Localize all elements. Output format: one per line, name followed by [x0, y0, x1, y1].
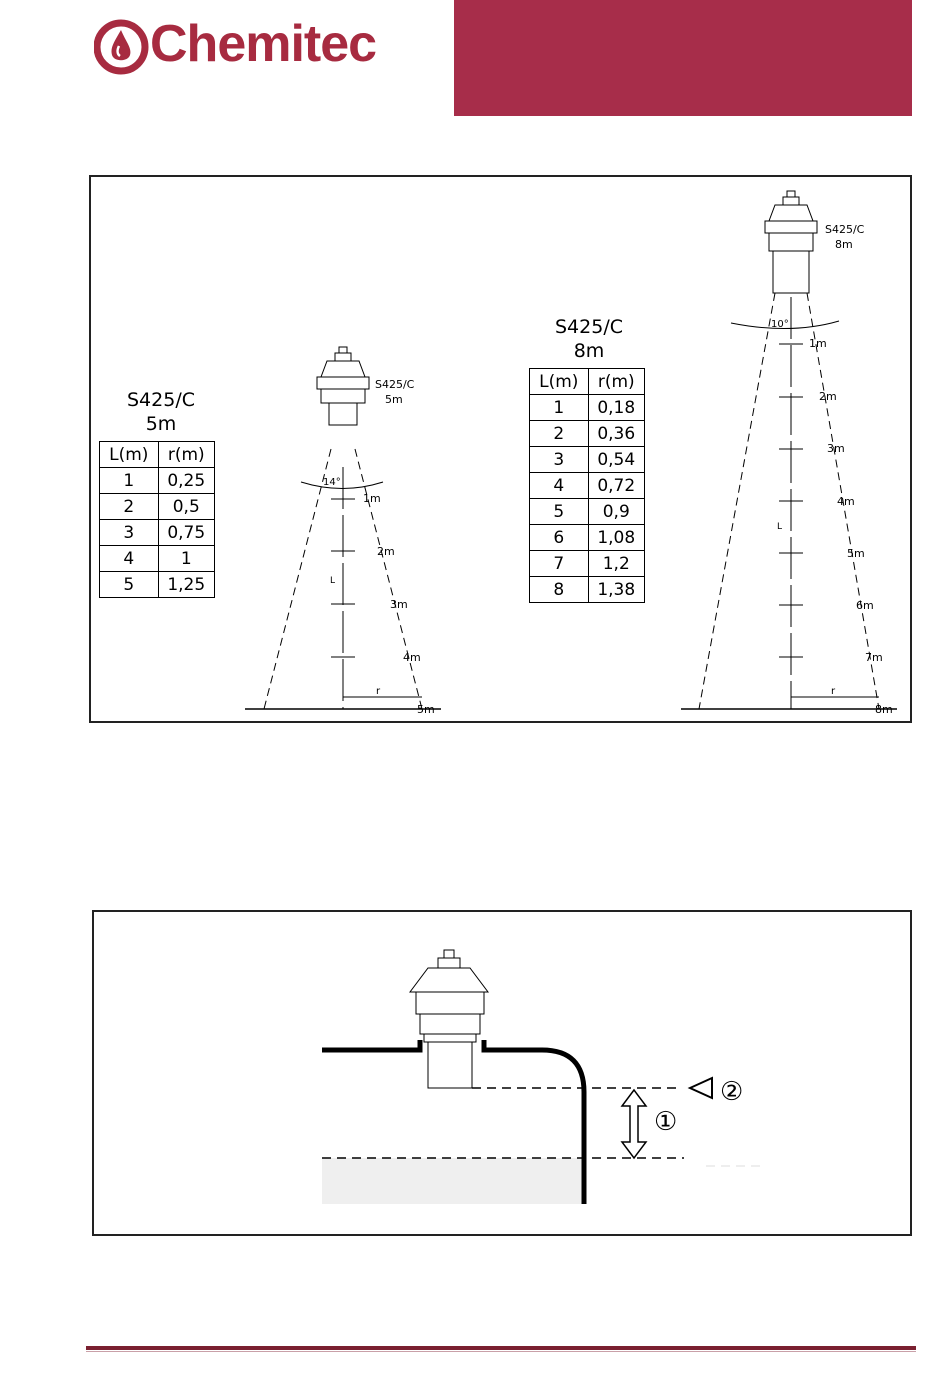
sensor-8m-dist-6: 6m: [856, 599, 874, 612]
distance-arrow: [622, 1090, 646, 1158]
sensor-5m-dist-4: 4m: [403, 651, 421, 664]
sensor-5m-dist-2: 2m: [377, 545, 395, 558]
table-cell: 2: [100, 494, 159, 520]
sensor-5m-dist-3: 3m: [390, 598, 408, 611]
marker-1-label: ①: [654, 1107, 677, 1137]
blanking-marker-icon: [690, 1078, 712, 1098]
sensor-5m-angle-label: 14°: [323, 477, 341, 488]
sensor-8m-dist-4: 4m: [837, 495, 855, 508]
table-cell: 3: [530, 447, 589, 473]
sensor-5m-dist-1: 1m: [363, 492, 381, 505]
sensor-5m-axis: [245, 467, 441, 709]
table-cell: 0,18: [588, 395, 644, 421]
table-cell: 7: [530, 551, 589, 577]
table-cell: 1,38: [588, 577, 644, 603]
table-header-L: L(m): [530, 369, 589, 395]
table-header-L: L(m): [100, 442, 159, 468]
table-cell: 4: [100, 546, 159, 572]
sensor-8m-range-label: 8m: [835, 238, 853, 251]
installation-figure: ② ①: [92, 910, 912, 1236]
table-cell: 1,2: [588, 551, 644, 577]
chemitec-logo: Chemitec: [94, 16, 404, 76]
table-5m-title-range: 5m: [111, 412, 211, 436]
beam-angle-figure: S425/C 5m 14° 1m 2m 3m 4m 5m L r: [89, 175, 912, 723]
installation-diagram: ② ①: [94, 912, 910, 1234]
table-cell: 0,54: [588, 447, 644, 473]
sensor-5m-axis-L: L: [330, 576, 335, 586]
sensor-8m-dist-8: 8m: [875, 703, 893, 716]
sensor-8m-axis-r: r: [831, 686, 836, 697]
header-banner: [454, 0, 912, 116]
table-cell: 5: [530, 499, 589, 525]
table-cell: 1,08: [588, 525, 644, 551]
table-cell: 3: [100, 520, 159, 546]
table-cell: 0,75: [158, 520, 214, 546]
table-cell: 4: [530, 473, 589, 499]
table-header-r: r(m): [158, 442, 214, 468]
flame-drop-icon: [94, 16, 150, 76]
table-8m-title: S425/C 8m: [539, 315, 639, 363]
table-cell: 1: [158, 546, 214, 572]
sensor-5m-axis-r: r: [376, 686, 381, 697]
angle-arc-5m: [301, 482, 383, 489]
sensor-8m-dist-2: 2m: [819, 390, 837, 403]
sensor-8m-dist-3: 3m: [827, 442, 845, 455]
footer-rule-thin: [86, 1351, 916, 1352]
table-cell: 8: [530, 577, 589, 603]
table-8m-title-range: 8m: [539, 339, 639, 363]
sensor-8m-dist-5: 5m: [847, 547, 865, 560]
table-cell: 1: [530, 395, 589, 421]
table-5m-title: S425/C 5m: [111, 388, 211, 436]
table-row: L(m) r(m): [530, 369, 645, 395]
sensor-8m-axis: [681, 297, 897, 709]
liquid-area: [322, 1158, 582, 1204]
table-8m-title-model: S425/C: [539, 315, 639, 339]
table-cell: 0,9: [588, 499, 644, 525]
table-row: L(m) r(m): [100, 442, 215, 468]
table-cell: 0,36: [588, 421, 644, 447]
table-cell: 0,5: [158, 494, 214, 520]
brand-name: Chemitec: [150, 12, 376, 76]
table-header-r: r(m): [588, 369, 644, 395]
sensor-8m-dist-7: 7m: [865, 651, 883, 664]
sensor-5m-range-label: 5m: [385, 393, 403, 406]
table-cell: 0,72: [588, 473, 644, 499]
footer-rule: [86, 1346, 916, 1350]
table-cell: 1,25: [158, 572, 214, 598]
sensor-8m-drawing: [765, 191, 817, 293]
table-5m-title-model: S425/C: [111, 388, 211, 412]
marker-2-label: ②: [720, 1077, 743, 1107]
sensor-8m-model-label: S425/C: [825, 223, 865, 236]
table-cell: 0,25: [158, 468, 214, 494]
table-cell: 1: [100, 468, 159, 494]
sensor-5m-model-label: S425/C: [375, 378, 415, 391]
sensor-8m-axis-L: L: [777, 522, 782, 532]
table-cell: 5: [100, 572, 159, 598]
sensor-drawing: [410, 950, 488, 1088]
sensor-8m-dist-1: 1m: [809, 337, 827, 350]
sensor-5m-dist-5: 5m: [417, 703, 435, 716]
table-cell: 6: [530, 525, 589, 551]
table-cell: 2: [530, 421, 589, 447]
sensor-8m-angle-label: 10°: [771, 319, 789, 330]
sensor-5m-drawing: [317, 347, 369, 425]
